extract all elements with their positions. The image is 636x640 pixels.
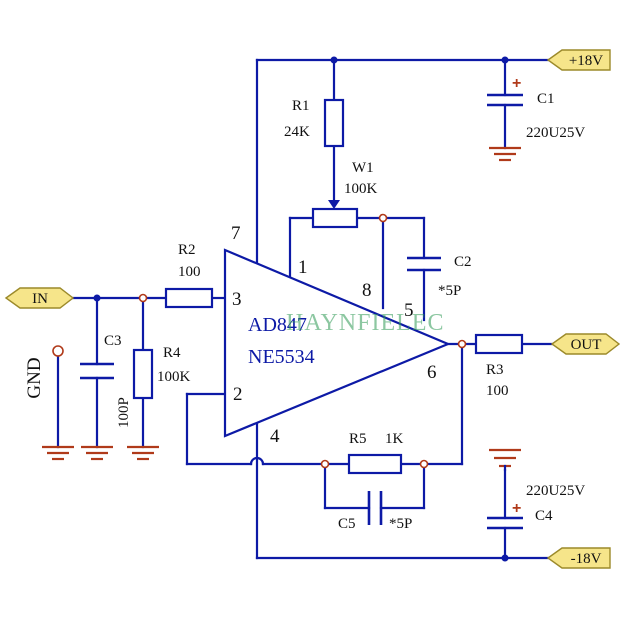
pin-1: 1 — [298, 257, 308, 278]
w1-ref: W1 — [352, 160, 374, 176]
capacitors — [80, 93, 523, 530]
pin-5: 5 — [404, 300, 414, 321]
watermark: HAYNFIELEC — [286, 310, 444, 336]
opamp-part-2: NE5534 — [248, 346, 315, 368]
c5-value: *5P — [389, 516, 412, 532]
port-output-label: OUT — [571, 337, 602, 353]
r2-value: 100 — [178, 264, 201, 280]
node-circle — [320, 459, 330, 469]
node-circle — [138, 293, 148, 303]
c1-ref: C1 — [537, 91, 555, 107]
c3-value: 100P — [116, 397, 132, 428]
ground-icon — [127, 445, 159, 461]
node-circle — [378, 213, 388, 223]
c4-value: 220U25V — [526, 483, 585, 499]
r1-ref: R1 — [292, 98, 310, 114]
junction-dot — [501, 56, 509, 64]
junction-dot — [501, 554, 509, 562]
opamp-triangle — [223, 248, 451, 438]
r5-value: 1K — [385, 431, 404, 447]
ground-icon — [42, 445, 74, 461]
r5-ref: R5 — [349, 431, 367, 447]
gnd-label: GND — [24, 357, 45, 398]
pin-4: 4 — [270, 426, 280, 447]
r3-value: 100 — [486, 383, 509, 399]
ground-icon — [489, 146, 521, 162]
port-output: OUT — [550, 333, 621, 355]
r3-body — [474, 333, 524, 355]
node-circle — [457, 339, 467, 349]
c2-value: *5P — [438, 283, 461, 299]
c3-ref: C3 — [104, 333, 122, 349]
w1-body — [311, 207, 359, 229]
port-input: IN — [4, 287, 75, 309]
pin-8: 8 — [362, 280, 372, 301]
r5-body — [347, 453, 403, 475]
pin-3: 3 — [232, 289, 242, 310]
resistors — [132, 98, 524, 475]
c1-value: 220U25V — [526, 125, 585, 141]
r3-ref: R3 — [486, 362, 504, 378]
c4-polarity: + — [512, 500, 521, 517]
port-neg-supply: -18V — [546, 547, 611, 569]
r4-value: 100K — [157, 369, 191, 385]
r2-ref: R2 — [178, 242, 196, 258]
port-input-label: IN — [32, 291, 48, 307]
r1-body — [323, 98, 345, 148]
pin-2: 2 — [233, 384, 243, 405]
junctions — [52, 56, 509, 562]
c4-ref: C4 — [535, 508, 553, 524]
ground-symbols — [42, 146, 521, 472]
pin-7: 7 — [231, 223, 241, 244]
c1-polarity: + — [512, 75, 521, 92]
gnd-jack-icon — [52, 345, 64, 357]
wires — [56, 58, 558, 560]
r4-body — [132, 348, 154, 400]
w1-wiper-arrow — [328, 200, 340, 209]
ground-icon — [81, 445, 113, 461]
port-pos-supply-label: +18V — [569, 53, 603, 69]
w1-value: 100K — [344, 181, 378, 197]
node-circle — [419, 459, 429, 469]
c5-ref: C5 — [338, 516, 356, 532]
r4-ref: R4 — [163, 345, 181, 361]
r2-body — [164, 287, 214, 309]
r1-value: 24K — [284, 124, 310, 140]
pin-6: 6 — [427, 362, 437, 383]
port-neg-supply-label: -18V — [571, 551, 602, 567]
port-pos-supply: +18V — [546, 49, 611, 71]
junction-dot — [330, 56, 338, 64]
junction-dot — [93, 294, 101, 302]
ground-icon — [489, 448, 521, 472]
c2-ref: C2 — [454, 254, 472, 270]
opamp-part-1: AD847 — [248, 314, 307, 336]
opamp — [223, 248, 451, 438]
